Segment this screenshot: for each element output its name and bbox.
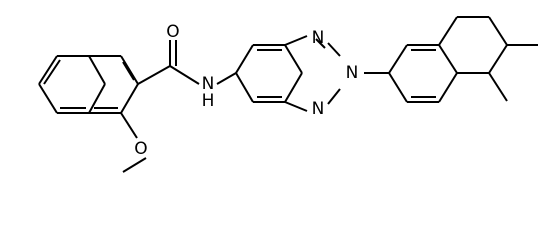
triazole-nitrogen-bottom-label: N [312, 99, 325, 119]
benzotriazole-benzene-ring [235, 44, 303, 103]
dimethylphenyl-ring [364, 16, 538, 103]
triazole-ring [284, 35, 341, 112]
chemical-structure-diagram: O N H N N N O [38, 16, 538, 173]
carbonyl-oxygen-label: O [166, 22, 179, 42]
triazole-nitrogen-top-label: N [312, 28, 325, 48]
amide-hydrogen-label: H [202, 91, 215, 111]
methoxy-group [120, 112, 147, 173]
amide-nitrogen-label: N [202, 74, 215, 94]
amide-group [137, 40, 237, 85]
methoxy-oxygen-label: O [134, 139, 147, 159]
naphthalene-left-ring [38, 55, 106, 114]
naphthalene-right-ring [89, 55, 139, 114]
triazole-nitrogen-center-label: N [346, 63, 359, 83]
